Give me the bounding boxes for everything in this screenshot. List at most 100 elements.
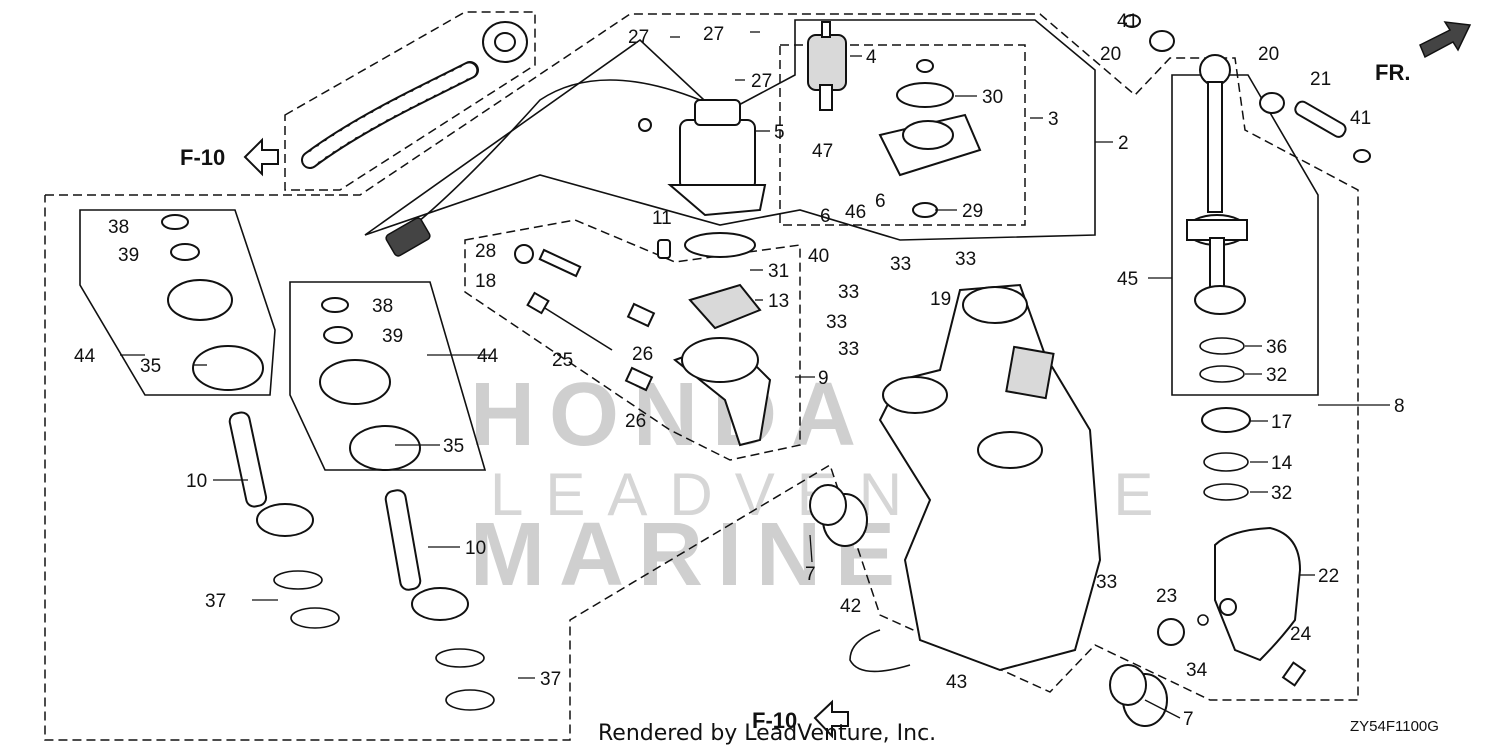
callout-10: 10 <box>186 471 207 492</box>
callout-30: 30 <box>982 87 1003 108</box>
group-45-outline <box>1171 74 1319 396</box>
front-direction-indicator: FR. <box>1375 21 1472 85</box>
callout-39: 39 <box>118 245 139 266</box>
diagram-code: ZY54F1100G <box>1350 718 1439 735</box>
callout-14: 14 <box>1271 453 1293 474</box>
reference-f10-left[interactable]: F-10 <box>180 137 279 177</box>
plug-parts-7 <box>809 484 1168 727</box>
callout-44: 44 <box>477 346 499 367</box>
reference-f10-bottom-label[interactable]: F-10 <box>752 708 797 733</box>
callout-28: 28 <box>475 241 496 262</box>
callout-34: 34 <box>1186 660 1208 681</box>
callout-3: 3 <box>1048 109 1059 130</box>
leader-lines <box>120 31 1390 719</box>
cylinder-caps <box>161 214 421 471</box>
callout-47: 47 <box>812 141 833 162</box>
callout-22: 22 <box>1318 566 1339 587</box>
callout-31: 31 <box>768 261 789 282</box>
callout-32: 32 <box>1266 365 1287 386</box>
shaft-parts <box>1123 14 1371 163</box>
callout-26: 26 <box>625 411 646 432</box>
trim-motor-part <box>638 99 767 217</box>
callout-6: 6 <box>875 191 886 212</box>
group-9-outline <box>464 219 801 461</box>
callout-25: 25 <box>552 350 573 371</box>
rotor-part-4 <box>807 21 847 111</box>
cable-connector <box>385 217 431 257</box>
callout-39: 39 <box>382 326 403 347</box>
callout-33: 33 <box>890 254 911 275</box>
callout-7: 7 <box>805 564 816 585</box>
callout-33: 33 <box>826 312 847 333</box>
callout-13: 13 <box>768 291 789 312</box>
reference-f10-left-label[interactable]: F-10 <box>180 145 225 170</box>
callout-9: 9 <box>818 368 829 389</box>
callout-20: 20 <box>1258 44 1279 65</box>
callout-45: 45 <box>1117 269 1138 290</box>
motor-cable <box>394 79 701 241</box>
reservoir-part-22 <box>1157 526 1307 687</box>
callout-44: 44 <box>74 346 96 367</box>
rings-37 <box>273 570 495 711</box>
callout-33: 33 <box>838 282 859 303</box>
group-44b-outline <box>289 281 487 471</box>
callout-35: 35 <box>140 356 161 377</box>
reference-f10-bottom[interactable]: F-10 <box>752 699 849 739</box>
tilt-cylinder-45 <box>1186 54 1251 501</box>
watermark-line-1: HONDA <box>470 365 870 465</box>
callout-32: 32 <box>1271 483 1292 504</box>
callout-4: 4 <box>866 47 877 68</box>
callout-27: 27 <box>703 24 724 45</box>
callout-19: 19 <box>930 289 951 310</box>
callout-17: 17 <box>1271 412 1292 433</box>
bolt-parts <box>514 239 671 392</box>
piston-rods <box>228 411 469 621</box>
callout-33: 33 <box>955 249 976 270</box>
callout-2: 2 <box>1118 133 1129 154</box>
callout-27: 27 <box>628 27 649 48</box>
callout-11: 11 <box>652 208 672 229</box>
callout-46: 46 <box>845 202 866 223</box>
callout-20: 20 <box>1100 44 1121 65</box>
callout-labels: 27 27 27 4 5 30 3 2 47 6 46 6 29 41 20 2… <box>74 11 1405 730</box>
callout-24: 24 <box>1290 624 1312 645</box>
callout-43: 43 <box>946 672 967 693</box>
callout-37: 37 <box>205 591 226 612</box>
callout-21: 21 <box>1310 69 1331 90</box>
callout-10: 10 <box>465 538 486 559</box>
rendered-by-credit: Rendered by LeadVenture, Inc. <box>598 721 936 746</box>
callout-33: 33 <box>1096 572 1117 593</box>
callout-41: 41 <box>1117 11 1138 32</box>
callout-38: 38 <box>108 217 129 238</box>
callout-42: 42 <box>840 596 861 617</box>
main-housing-part-8 <box>878 283 1102 672</box>
callout-8: 8 <box>1394 396 1405 417</box>
assembly-8-outline <box>44 13 1359 741</box>
callout-35: 35 <box>443 436 464 457</box>
callout-18: 18 <box>475 271 496 292</box>
valve-body-part-9 <box>672 232 772 447</box>
callout-36: 36 <box>1266 337 1287 358</box>
callout-29: 29 <box>962 201 983 222</box>
callout-23: 23 <box>1156 586 1177 607</box>
left-arrow-icon-bottom <box>813 699 849 739</box>
callout-40: 40 <box>808 246 829 267</box>
callout-37: 37 <box>540 669 561 690</box>
group-3-outline <box>779 44 1026 226</box>
callout-5: 5 <box>774 122 785 143</box>
left-arrow-icon <box>243 137 279 177</box>
ground-wire-42 <box>849 629 911 673</box>
callout-38: 38 <box>372 296 393 317</box>
callout-41: 41 <box>1350 108 1371 129</box>
group-44a-outline <box>79 209 276 396</box>
front-label: FR. <box>1375 60 1410 85</box>
callout-27: 27 <box>751 71 772 92</box>
callout-33: 33 <box>838 339 859 360</box>
pump-body-part-3 <box>878 59 982 218</box>
spiral-hose-part <box>301 21 528 169</box>
callout-26: 26 <box>632 344 653 365</box>
hose-group-outline <box>284 11 536 191</box>
callout-6: 6 <box>820 206 831 227</box>
callout-7: 7 <box>1183 709 1194 730</box>
